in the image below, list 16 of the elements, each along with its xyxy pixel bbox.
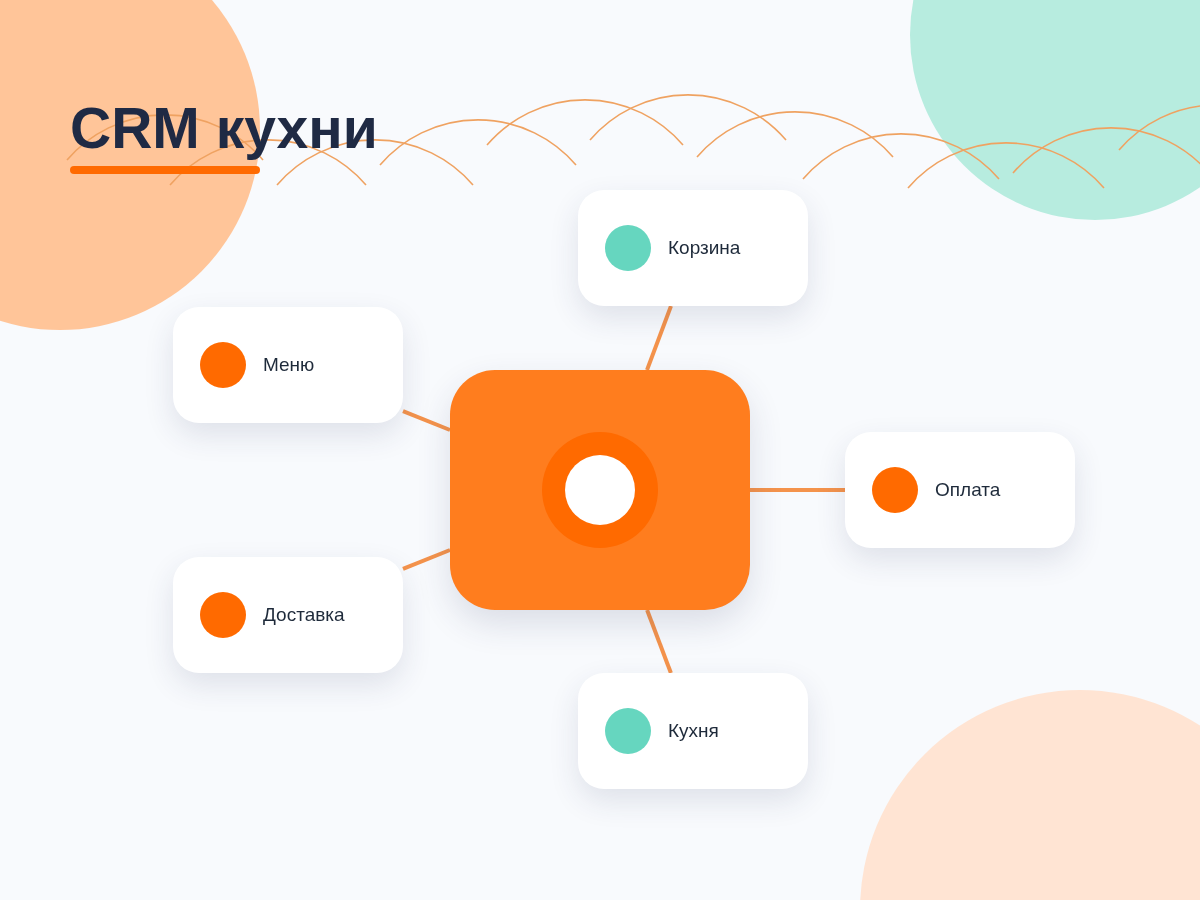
module-card	[173, 557, 403, 673]
connector-line	[645, 305, 673, 371]
module-label: Кухня	[668, 720, 719, 742]
connector-line	[750, 488, 845, 492]
module-label: Доставка	[263, 604, 345, 626]
connector-line	[402, 548, 451, 571]
hub-box	[450, 370, 750, 610]
module-label: Оплата	[935, 479, 1001, 501]
module-card	[578, 190, 808, 306]
module-card	[173, 307, 403, 423]
module-card	[845, 432, 1075, 548]
connector-line	[402, 409, 451, 432]
connector-line	[645, 609, 673, 674]
module-label: Меню	[263, 354, 315, 376]
module-card	[578, 673, 808, 789]
module-label: Корзина	[668, 237, 741, 259]
